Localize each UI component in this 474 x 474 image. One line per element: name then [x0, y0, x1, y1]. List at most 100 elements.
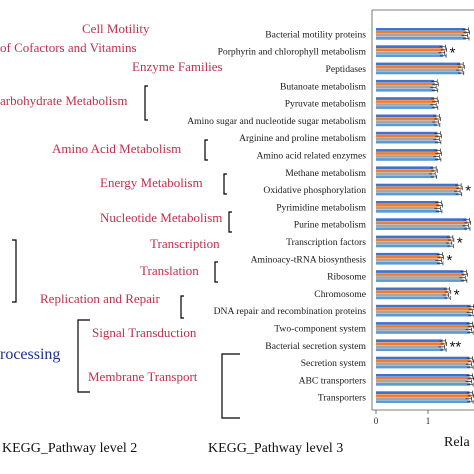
bar [376, 45, 443, 48]
level2-label: Translation [140, 263, 199, 278]
bar [376, 342, 444, 346]
bar [376, 71, 461, 75]
bar [376, 186, 460, 190]
bar [376, 374, 470, 377]
category-label: Oxidative phosphorylation [263, 185, 366, 196]
category-label: ABC transporters [299, 375, 367, 386]
bar [376, 241, 449, 245]
category-label: Aminoacy-tRNA biosynthesis [251, 254, 367, 265]
bar [376, 307, 472, 311]
bar [376, 158, 438, 161]
bar [376, 322, 470, 325]
x-axis-title: Rela [444, 435, 470, 450]
bar [376, 391, 470, 394]
bar [376, 103, 434, 106]
bar [376, 51, 442, 54]
bar [376, 377, 471, 380]
category-label: Purine metabolism [294, 220, 367, 231]
bracket-membrane-transport [221, 353, 240, 419]
bar [376, 276, 463, 279]
bar [376, 235, 450, 239]
bar [376, 172, 433, 176]
significance-marker: * [446, 252, 452, 269]
category-label: DNA repair and recombination proteins [214, 306, 367, 317]
bar [376, 287, 447, 291]
x-tick-label: 0 [374, 416, 379, 426]
bracket-left-partial [12, 239, 17, 303]
level2-labels: Cell Motility of Cofactors and Vitamins … [0, 21, 223, 384]
bar [376, 290, 448, 294]
bar [376, 100, 436, 103]
significance-marker: * [454, 287, 460, 304]
level2-label: Signal Transduction [92, 325, 197, 340]
category-label: Two-component system [274, 324, 366, 335]
bar [376, 273, 465, 276]
bracket-translation [214, 261, 218, 283]
bar [376, 117, 438, 121]
bar [376, 149, 438, 152]
bar [376, 383, 471, 386]
bar [376, 293, 446, 297]
significance-marker: * [450, 44, 456, 61]
category-label: Transcription factors [286, 237, 366, 248]
bars-layer [376, 28, 472, 403]
plot-frame [371, 9, 474, 411]
bar [376, 54, 444, 57]
bar [376, 114, 437, 118]
group-brackets [12, 85, 240, 419]
bar [376, 210, 439, 213]
bracket-amino-acid [204, 139, 208, 161]
bar [376, 68, 460, 72]
level2-label: arbohydrate Metabolism [0, 93, 127, 108]
bar [376, 166, 434, 170]
bracket-nucleotide [228, 211, 232, 233]
bar [376, 97, 435, 100]
bar [376, 123, 437, 127]
bar [376, 339, 443, 343]
bar [376, 204, 440, 207]
bar [376, 397, 469, 400]
bar [376, 85, 434, 89]
bar [376, 310, 470, 314]
bar [376, 131, 438, 135]
bracket-energy [223, 173, 227, 195]
bar [376, 201, 439, 204]
bar [376, 137, 437, 141]
bar [376, 106, 435, 109]
level2-label: Nucleotide Metabolism [100, 210, 222, 225]
bar [376, 331, 471, 334]
level2-label: Replication and Repair [40, 291, 161, 306]
level3-axis-title: KEGG_Pathway level 3 [208, 441, 343, 456]
category-label: Butanoate metabolism [280, 81, 367, 92]
level2-label: Enzyme Families [132, 59, 223, 74]
bar [376, 152, 439, 155]
bar [376, 31, 467, 34]
category-label: Pyrimidine metabolism [276, 202, 366, 213]
category-label: Secretion system [301, 358, 367, 369]
footer-labels: KEGG_Pathway level 2 KEGG_Pathway level … [2, 435, 470, 456]
bar [376, 328, 469, 331]
bar [376, 192, 459, 196]
bar [376, 82, 436, 86]
bar [376, 252, 440, 256]
level2-label: Membrane Transport [88, 369, 198, 384]
level2-label: Amino Acid Metabolism [52, 141, 181, 156]
bracket-replication [180, 295, 184, 319]
level2-label: Transcription [150, 236, 220, 251]
bar [376, 65, 462, 69]
bar [376, 169, 435, 173]
bar [376, 400, 471, 403]
bar [376, 348, 444, 352]
category-label: Amino sugar and nucleotide sugar metabol… [187, 116, 366, 127]
bar [376, 380, 469, 383]
level2-axis-title: KEGG_Pathway level 2 [2, 441, 137, 456]
bar [376, 345, 442, 349]
bar [376, 365, 471, 369]
bar [376, 227, 467, 230]
significance-layer: ******* [446, 44, 471, 355]
bar [376, 224, 466, 227]
category-label: Methane metabolism [285, 168, 366, 179]
